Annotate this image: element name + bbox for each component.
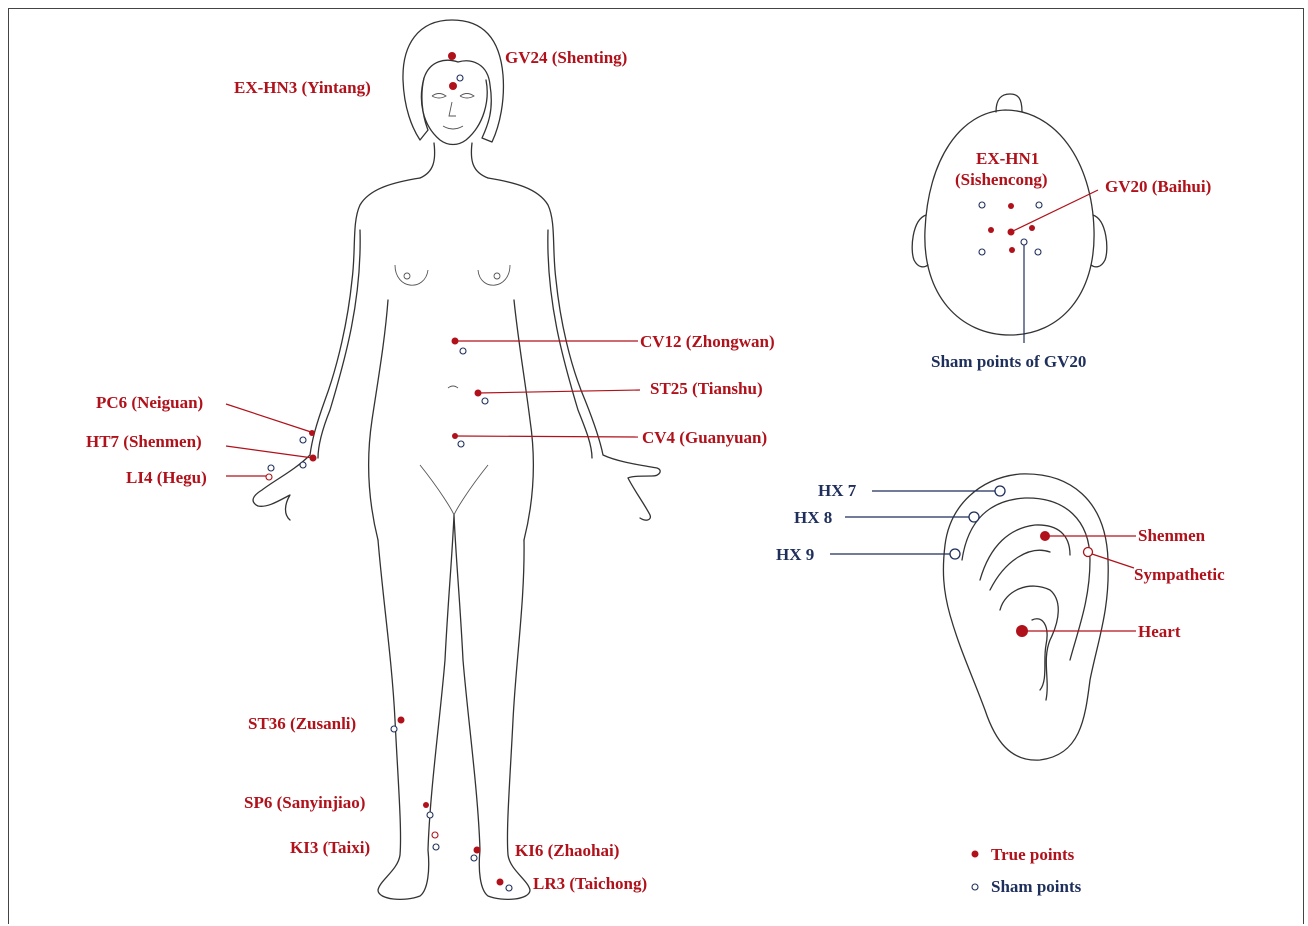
sham-gv20-4[interactable] xyxy=(1035,249,1041,255)
sham-gv20-3[interactable] xyxy=(979,249,985,255)
legend-true-label: True points xyxy=(991,845,1075,864)
hx7-point[interactable] xyxy=(995,486,1005,496)
leader-gv20 xyxy=(1011,190,1098,232)
head-top-outline xyxy=(925,110,1094,335)
nose xyxy=(449,102,456,116)
legs xyxy=(378,515,530,899)
sham-st36[interactable] xyxy=(391,726,397,732)
sham-ht7[interactable] xyxy=(300,462,306,468)
exhn1-point-right[interactable] xyxy=(1029,225,1035,231)
body-labels: GV24 (Shenting) EX-HN3 (Yintang) CV12 (Z… xyxy=(86,48,775,893)
nose-tip xyxy=(996,94,1022,112)
label-hx7: HX 7 xyxy=(818,481,857,500)
st25-point[interactable] xyxy=(475,390,482,397)
sham-st25[interactable] xyxy=(482,398,488,404)
legend-sham-label: Sham points xyxy=(991,877,1082,896)
leader-ht7 xyxy=(226,446,313,458)
sham-lr3[interactable] xyxy=(506,885,512,891)
label-exhn3: EX-HN3 (Yintang) xyxy=(234,78,371,97)
exhn1-point-left[interactable] xyxy=(988,227,994,233)
torso-arms xyxy=(253,178,660,520)
sham-ki6[interactable] xyxy=(471,855,477,861)
sham-sp6[interactable] xyxy=(427,812,433,818)
ear-diagram: HX 7 HX 8 HX 9 Shenmen Sympathetic Heart xyxy=(776,474,1225,760)
exhn3-point[interactable] xyxy=(449,82,457,90)
label-ki6: KI6 (Zhaohai) xyxy=(515,841,619,860)
label-sympathetic: Sympathetic xyxy=(1134,565,1225,584)
ht7-point[interactable] xyxy=(310,455,317,462)
st36-point[interactable] xyxy=(398,717,405,724)
sham-gv20-2[interactable] xyxy=(1036,202,1042,208)
mouth xyxy=(443,126,463,129)
cv4-point[interactable] xyxy=(452,433,458,439)
label-sp6: SP6 (Sanyinjiao) xyxy=(244,793,365,812)
lr3-point[interactable] xyxy=(497,879,504,886)
sham-li4[interactable] xyxy=(268,465,274,471)
body-sham-points xyxy=(268,75,512,891)
legend: True points Sham points xyxy=(972,845,1082,896)
hx9-point[interactable] xyxy=(950,549,960,559)
leader-sympathetic xyxy=(1092,554,1134,568)
label-heart: Heart xyxy=(1138,622,1181,641)
navel xyxy=(448,386,458,388)
legend-true-marker xyxy=(972,851,979,858)
label-st36: ST36 (Zusanli) xyxy=(248,714,356,733)
legend-sham-marker xyxy=(972,884,978,890)
li4-point[interactable] xyxy=(266,474,272,480)
left-eye xyxy=(432,94,446,99)
label-ht7: HT7 (Shenmen) xyxy=(86,432,202,451)
label-pc6: PC6 (Neiguan) xyxy=(96,393,203,412)
exhn1-point-back[interactable] xyxy=(1009,247,1015,253)
neck xyxy=(420,143,488,178)
pc6-point[interactable] xyxy=(309,430,315,436)
sham-cv12[interactable] xyxy=(460,348,466,354)
ear-concha xyxy=(1000,586,1058,700)
head-top-view: EX-HN1 (Sishencong) GV20 (Baihui) Sham p… xyxy=(912,94,1211,371)
label-sham-gv20: Sham points of GV20 xyxy=(931,352,1086,371)
groin xyxy=(420,465,488,515)
leader-st25 xyxy=(478,390,640,393)
label-gv20: GV20 (Baihui) xyxy=(1105,177,1211,196)
label-ki3: KI3 (Taixi) xyxy=(290,838,370,857)
sympathetic-point[interactable] xyxy=(1084,548,1093,557)
sham-cv4[interactable] xyxy=(458,441,464,447)
nipple-right xyxy=(494,273,500,279)
waist xyxy=(369,300,534,540)
label-cv4: CV4 (Guanyuan) xyxy=(642,428,767,447)
ear-antihelix xyxy=(980,525,1070,590)
leader-pc6 xyxy=(226,404,311,432)
ki3-point[interactable] xyxy=(432,832,438,838)
gv24-point[interactable] xyxy=(448,52,456,60)
label-gv24: GV24 (Shenting) xyxy=(505,48,627,67)
sp6-point[interactable] xyxy=(423,802,429,808)
sham-pc6[interactable] xyxy=(300,437,306,443)
label-hx8: HX 8 xyxy=(794,508,832,527)
label-exhn1-line2: (Sishencong) xyxy=(955,170,1048,189)
label-lr3: LR3 (Taichong) xyxy=(533,874,647,893)
ear-helix-inner xyxy=(962,498,1090,660)
breasts xyxy=(395,265,510,285)
label-li4: LI4 (Hegu) xyxy=(126,468,207,487)
sham-gv20-5[interactable] xyxy=(1021,239,1027,245)
hx8-point[interactable] xyxy=(969,512,979,522)
label-st25: ST25 (Tianshu) xyxy=(650,379,763,398)
exhn1-point-front[interactable] xyxy=(1008,203,1014,209)
label-exhn1-line1: EX-HN1 xyxy=(976,149,1039,168)
head-outline xyxy=(403,20,503,142)
sham-gv24[interactable] xyxy=(457,75,463,81)
leader-cv4 xyxy=(456,436,638,437)
sham-gv20-1[interactable] xyxy=(979,202,985,208)
label-shenmen-ear: Shenmen xyxy=(1138,526,1206,545)
right-eye xyxy=(460,94,474,99)
label-cv12: CV12 (Zhongwan) xyxy=(640,332,775,351)
sham-ki3[interactable] xyxy=(433,844,439,850)
ki6-point[interactable] xyxy=(474,847,481,854)
nipple-left xyxy=(404,273,410,279)
body-true-points xyxy=(309,52,504,886)
label-hx9: HX 9 xyxy=(776,545,814,564)
cv12-point[interactable] xyxy=(452,338,459,345)
ear-tragus xyxy=(1032,619,1047,690)
